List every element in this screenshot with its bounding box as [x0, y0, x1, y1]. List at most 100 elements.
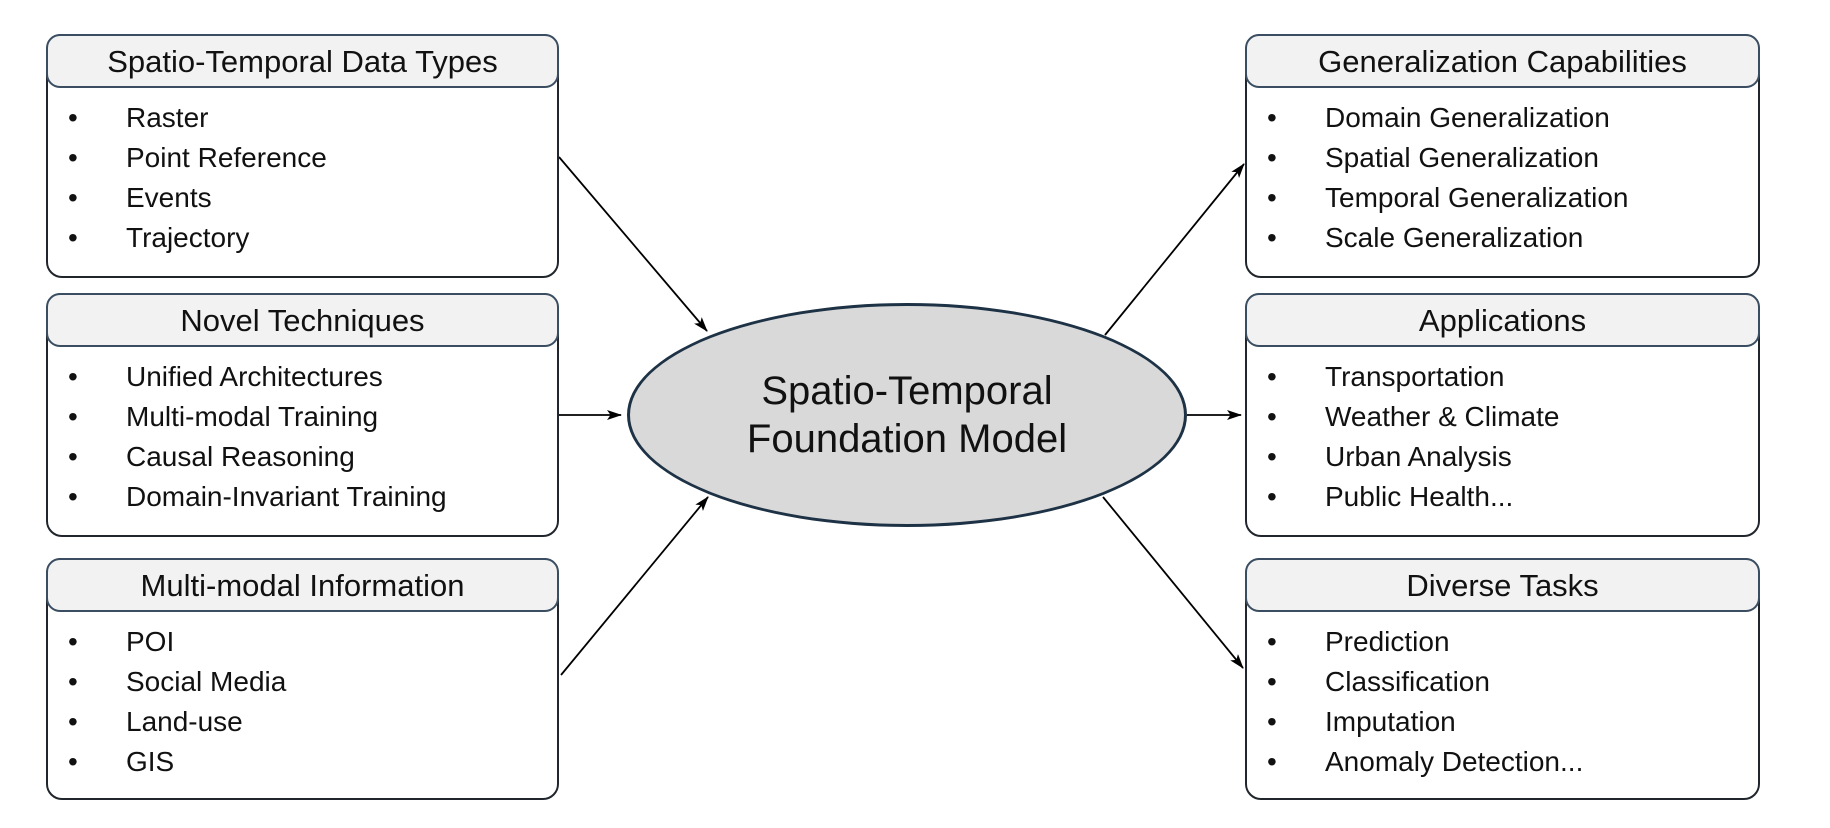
foundation-model-node: Spatio-Temporal Foundation Model	[627, 303, 1187, 527]
list-item: • Domain-Invariant Training	[66, 477, 557, 517]
bullet-list: • Domain Generalization • Spatial Generali…	[1247, 98, 1758, 258]
box-header: Generalization Capabilities	[1245, 34, 1760, 88]
list-item-label: GIS	[126, 746, 175, 777]
box-header: Applications	[1245, 293, 1760, 347]
list-item-label: POI	[126, 626, 175, 657]
list-item-label: Anomaly Detection...	[1325, 746, 1584, 777]
box-novel-techniques: Novel Techniques • Unified Architectures …	[46, 293, 559, 537]
arrow-data-types-to-model	[558, 156, 708, 332]
foundation-model-label-line2: Foundation Model	[746, 417, 1068, 461]
list-item: • Urban Analysis	[1265, 437, 1758, 477]
box-header: Multi-modal Information	[46, 558, 559, 612]
box-title: Applications	[1418, 302, 1587, 338]
list-item: • Weather & Climate	[1265, 397, 1758, 437]
list-item: • Classification	[1265, 662, 1758, 702]
bullet-list: • Transportation • Weather & Climate • Urba…	[1247, 357, 1758, 517]
list-item-label: Multi-modal Training	[126, 401, 379, 432]
list-item: • Anomaly Detection...	[1265, 742, 1758, 782]
box-header: Diverse Tasks	[1245, 558, 1760, 612]
list-item: • Unified Architectures	[66, 357, 557, 397]
list-item-label: Events	[126, 182, 212, 213]
list-item-label: Unified Architectures	[126, 361, 383, 392]
bullet-icon: •	[68, 706, 78, 737]
list-item-label: Weather & Climate	[1325, 401, 1560, 432]
bullet-icon: •	[68, 182, 78, 213]
arrow-model-to-diverse-tasks	[1102, 496, 1244, 669]
bullet-icon: •	[68, 746, 78, 777]
list-item-label: Scale Generalization	[1325, 222, 1584, 253]
bullet-icon: •	[1267, 401, 1277, 432]
box-header: Novel Techniques	[46, 293, 559, 347]
list-item: • Spatial Generalization	[1265, 138, 1758, 178]
bullet-icon: •	[68, 481, 78, 512]
box-title: Multi-modal Information	[140, 567, 465, 603]
bullet-icon: •	[68, 102, 78, 133]
list-item-label: Land-use	[126, 706, 243, 737]
box-diverse-tasks: Diverse Tasks • Prediction • Classificatio…	[1245, 558, 1760, 800]
list-item: • Transportation	[1265, 357, 1758, 397]
list-item-label: Urban Analysis	[1325, 441, 1512, 472]
bullet-list: • POI • Social Media • Land-use • GIS	[48, 622, 557, 782]
list-item-label: Classification	[1325, 666, 1490, 697]
box-multi-modal-information: Multi-modal Information • POI • Social Med…	[46, 558, 559, 800]
list-item-label: Transportation	[1325, 361, 1505, 392]
bullet-icon: •	[1267, 182, 1277, 213]
list-item-label: Imputation	[1325, 706, 1456, 737]
list-item: • Imputation	[1265, 702, 1758, 742]
bullet-icon: •	[68, 361, 78, 392]
list-item-label: Prediction	[1325, 626, 1450, 657]
box-generalization-capabilities: Generalization Capabilities • Domain Gene…	[1245, 34, 1760, 278]
bullet-list: • Unified Architectures • Multi-modal Trai…	[48, 357, 557, 517]
bullet-icon: •	[1267, 441, 1277, 472]
bullet-icon: •	[68, 666, 78, 697]
list-item: • Public Health...	[1265, 477, 1758, 517]
list-item: • Domain Generalization	[1265, 98, 1758, 138]
list-item-label: Public Health...	[1325, 481, 1514, 512]
list-item-label: Social Media	[126, 666, 287, 697]
list-item-label: Spatial Generalization	[1325, 142, 1599, 173]
list-item: • Trajectory	[66, 218, 557, 258]
bullet-icon: •	[1267, 142, 1277, 173]
bullet-icon: •	[1267, 481, 1277, 512]
box-title: Novel Techniques	[180, 302, 425, 338]
bullet-list: •Prediction •Classification •Imputation …	[1247, 622, 1758, 782]
box-title: Spatio-Temporal Data Types	[107, 43, 498, 79]
foundation-model-label-line1: Spatio-Temporal	[761, 369, 1053, 413]
bullet-icon: •	[1267, 102, 1277, 133]
list-item-label: Causal Reasoning	[126, 441, 355, 472]
list-item: • Prediction	[1265, 622, 1758, 662]
list-item: • Events	[66, 178, 557, 218]
box-header: Spatio-Temporal Data Types	[46, 34, 559, 88]
list-item-label: Raster	[126, 102, 209, 133]
bullet-icon: •	[1267, 746, 1277, 777]
bullet-icon: •	[1267, 222, 1277, 253]
box-title: Generalization Capabilities	[1318, 43, 1687, 79]
bullet-icon: •	[68, 401, 78, 432]
list-item-label: Domain Generalization	[1325, 102, 1610, 133]
bullet-icon: •	[68, 222, 78, 253]
list-item: • Raster	[66, 98, 557, 138]
list-item-label: Temporal Generalization	[1325, 182, 1629, 213]
list-item: • Scale Generalization	[1265, 218, 1758, 258]
list-item: •Causal Reasoning	[66, 437, 557, 477]
bullet-icon: •	[1267, 626, 1277, 657]
arrow-multi-modal-to-model	[560, 496, 709, 676]
list-item-label: Domain-Invariant Training	[126, 481, 447, 512]
bullet-icon: •	[68, 626, 78, 657]
list-item: • Multi-modal Training	[66, 397, 557, 437]
list-item: • Social Media	[66, 662, 557, 702]
list-item: • Temporal Generalization	[1265, 178, 1758, 218]
list-item: • Land-use	[66, 702, 557, 742]
list-item: • Point Reference	[66, 138, 557, 178]
list-item: • POI	[66, 622, 557, 662]
bullet-icon: •	[1267, 666, 1277, 697]
bullet-icon: •	[68, 142, 78, 173]
bullet-icon: •	[1267, 361, 1277, 392]
list-item: • GIS	[66, 742, 557, 782]
list-item-label: Trajectory	[126, 222, 250, 253]
arrow-model-to-generalization	[1104, 163, 1245, 336]
bullet-icon: •	[1267, 706, 1277, 737]
box-spatio-temporal-data-types: Spatio-Temporal Data Types • Raster • Poin…	[46, 34, 559, 278]
list-item-label: Point Reference	[126, 142, 327, 173]
